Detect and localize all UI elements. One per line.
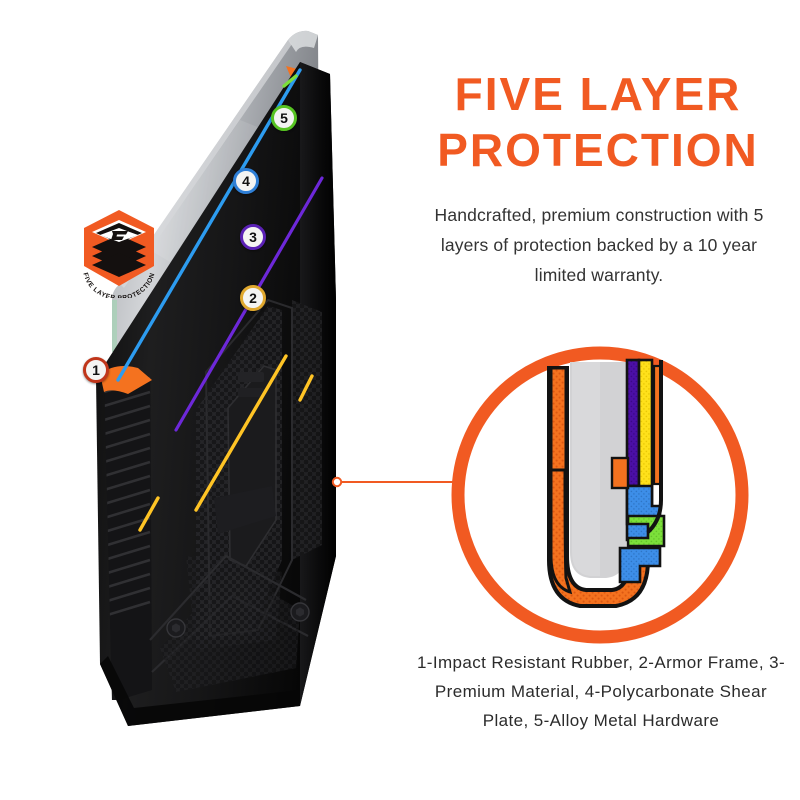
page-title: FIVE LAYER PROTECTION bbox=[437, 68, 759, 176]
kickstand-plate bbox=[204, 298, 293, 638]
five-layer-protection-badge: FIVE LAYER PROTECTION bbox=[81, 210, 156, 298]
accent-stripe-5 bbox=[282, 74, 298, 88]
lower-brace bbox=[149, 554, 309, 673]
body-copy: Handcrafted, premium construction with 5… bbox=[434, 205, 764, 285]
phone-body bbox=[112, 30, 320, 361]
magnifier-ring bbox=[451, 346, 749, 644]
phone-body-section bbox=[570, 362, 626, 578]
alloy-frame-highlight bbox=[286, 66, 322, 96]
accent-stripe-2c bbox=[298, 374, 314, 402]
callout-marker-3[interactable]: 3 bbox=[240, 224, 266, 250]
layer-legend: 1-Impact Resistant Rubber, 2-Armor Frame… bbox=[416, 653, 786, 730]
callout-marker-1[interactable]: 1 bbox=[83, 357, 109, 383]
case-shell bbox=[96, 62, 336, 726]
accent-stripe-2b bbox=[138, 496, 160, 532]
cross-section-contents bbox=[547, 358, 666, 608]
leader-line bbox=[331, 476, 455, 488]
callout-marker-2[interactable]: 2 bbox=[240, 285, 266, 311]
band-layer-3 bbox=[625, 358, 641, 488]
callout-marker-4[interactable]: 4 bbox=[233, 168, 259, 194]
band-layer-5 bbox=[626, 514, 666, 548]
band-layer-1 bbox=[547, 366, 650, 608]
hex-screws bbox=[166, 602, 310, 638]
badge-layer-stack bbox=[92, 220, 146, 277]
band-layer-4 bbox=[625, 484, 641, 526]
layer-accent-stripes bbox=[100, 68, 324, 532]
callout-marker-5[interactable]: 5 bbox=[271, 105, 297, 131]
accent-stripe-2 bbox=[194, 354, 288, 512]
band-layer-2 bbox=[637, 358, 654, 508]
grip-ridges bbox=[104, 376, 152, 700]
